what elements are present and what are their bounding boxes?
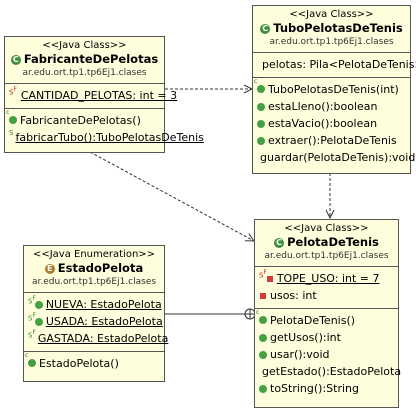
enum-icon: E	[44, 263, 55, 274]
enum-estado-pelota[interactable]: <<Java Enumeration>> E EstadoPelota ar.e…	[23, 245, 169, 382]
public-icon	[259, 350, 267, 359]
methods-section: c EstadoPelota()	[24, 352, 164, 376]
class-icon: C	[260, 23, 271, 34]
static-final-icon: SF	[28, 295, 36, 306]
field-row[interactable]: SF GASTADA: EstadoPelota	[28, 329, 169, 345]
static-final-icon: SF	[28, 312, 36, 323]
methods-section: c TuboPelotasDeTenis(int) estaLleno():bo…	[253, 78, 416, 170]
stereotype-label: <<Java Class>>	[42, 40, 127, 51]
method-row[interactable]: c FabricanteDePelotas()	[6, 109, 141, 127]
method-row[interactable]: estaLleno():boolean	[253, 98, 410, 115]
field-row[interactable]: usos: int	[255, 287, 398, 304]
methods-section: c PelotaDeTenis() getUsos():int usar():v…	[255, 309, 402, 401]
static-final-icon: SF	[28, 329, 36, 340]
method-row[interactable]: estaVacio():boolean	[253, 115, 410, 132]
public-icon	[34, 317, 43, 326]
constructor-icon: c	[25, 352, 36, 370]
class-name: TuboPelotasDeTenis	[273, 21, 403, 35]
class-icon: C	[10, 54, 21, 65]
public-icon	[257, 119, 265, 128]
package-label: ar.edu.ort.tp1.tp6Ej1.clases	[31, 277, 157, 287]
class-header: <<Java Enumeration>> E EstadoPelota ar.e…	[24, 246, 164, 293]
class-name: FabricanteDePelotas	[23, 52, 159, 66]
public-icon	[259, 333, 267, 342]
constructor-icon: c	[254, 78, 265, 96]
static-final-icon: SF	[9, 86, 17, 97]
constructor-icon: c	[256, 309, 267, 327]
package-label: ar.edu.ort.tp1.tp6Ej1.clases	[269, 37, 394, 47]
class-pelota-de-tenis[interactable]: <<Java Class>> C PelotaDeTenis ar.edu.or…	[254, 219, 402, 408]
fields-section: pelotas: Pila<PelotaDeTenis>	[253, 53, 416, 78]
static-icon: S	[9, 129, 14, 137]
class-name: EstadoPelota	[57, 261, 144, 275]
public-icon	[257, 136, 265, 145]
public-icon	[34, 300, 43, 309]
fields-section: SF NUEVA: EstadoPelota SF USADA: EstadoP…	[24, 293, 169, 352]
stereotype-label: <<Java Enumeration>>	[32, 249, 156, 260]
method-row[interactable]: extraer():PelotaDeTenis	[253, 132, 410, 149]
package-label: ar.edu.ort.tp1.tp6Ej1.clases	[22, 68, 147, 78]
field-row[interactable]: SF USADA: EstadoPelota	[28, 312, 163, 328]
field-row[interactable]: SF NUEVA: EstadoPelota	[28, 295, 162, 311]
fields-section: SF TOPE_USO: int = 7 usos: int	[255, 267, 398, 309]
method-row[interactable]: c TuboPelotasDeTenis(int)	[254, 78, 399, 96]
method-row[interactable]: getEstado():EstadoPelota	[262, 365, 402, 378]
method-row[interactable]: usar():void	[255, 346, 398, 363]
method-row[interactable]: getUsos():int	[255, 329, 398, 346]
class-header: <<Java Class>> C TuboPelotasDeTenis ar.e…	[253, 6, 410, 53]
field-row[interactable]: SF CANTIDAD_PELOTAS: int = 3	[9, 86, 178, 102]
stereotype-label: <<Java Class>>	[289, 9, 374, 20]
class-icon: C	[274, 237, 285, 248]
constructor-icon: c	[6, 109, 17, 127]
static-final-icon: SF	[259, 269, 267, 280]
public-icon	[259, 384, 267, 393]
private-icon	[266, 275, 273, 282]
class-fabricante-de-pelotas[interactable]: <<Java Class>> C FabricanteDePelotas ar.…	[4, 36, 204, 153]
class-header: <<Java Class>> C PelotaDeTenis ar.edu.or…	[255, 220, 398, 267]
field-row[interactable]: pelotas: Pila<PelotaDeTenis>	[262, 58, 416, 71]
methods-section: c FabricanteDePelotas() S fabricarTubo()…	[5, 109, 204, 150]
fields-section: SF CANTIDAD_PELOTAS: int = 3	[5, 84, 178, 109]
public-icon	[257, 102, 265, 111]
method-row[interactable]: S fabricarTubo():TuboPelotasDeTenis	[9, 129, 204, 145]
class-name: PelotaDeTenis	[287, 235, 379, 249]
class-header: <<Java Class>> C FabricanteDePelotas ar.…	[5, 37, 164, 84]
package-label: ar.edu.ort.tp1.tp6Ej1.clases	[264, 251, 389, 261]
stereotype-label: <<Java Class>>	[284, 223, 369, 234]
method-row[interactable]: c PelotaDeTenis()	[256, 309, 356, 327]
private-icon	[260, 292, 266, 299]
method-row[interactable]: guardar(PelotaDeTenis):void	[260, 151, 416, 164]
class-tubo-pelotas-de-tenis[interactable]: <<Java Class>> C TuboPelotasDeTenis ar.e…	[252, 5, 416, 174]
method-row[interactable]: toString():String	[255, 380, 398, 397]
dependency-fabricante-pelota	[89, 151, 254, 241]
field-row[interactable]: SF TOPE_USO: int = 7	[259, 269, 380, 285]
method-row[interactable]: c EstadoPelota()	[25, 352, 119, 370]
